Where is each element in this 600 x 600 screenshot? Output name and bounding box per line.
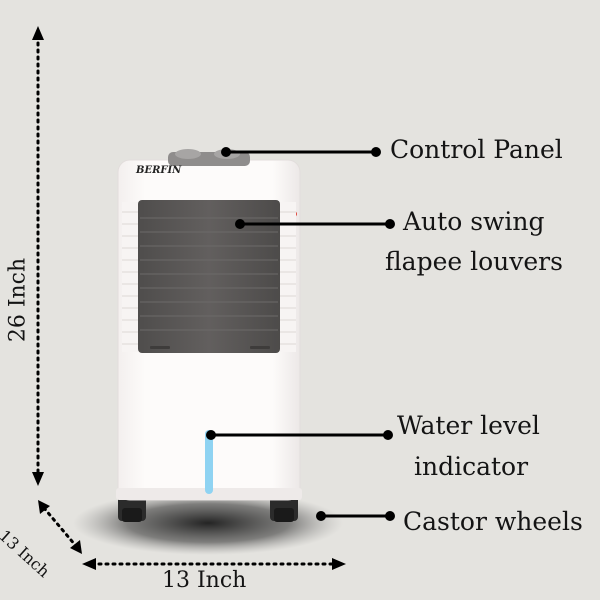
castor-wheels	[118, 495, 298, 522]
louver-panel	[138, 200, 280, 353]
louvers-label-line1: Auto swing	[403, 207, 545, 236]
width-dimension-label: 13 Inch	[162, 568, 247, 593]
width-dimension-arrow	[82, 558, 346, 570]
depth-dimension-arrow	[38, 500, 82, 554]
water-level-indicator	[205, 430, 213, 494]
castor-wheels-label: Castor wheels	[403, 507, 583, 536]
callout-lines	[211, 150, 390, 518]
height-dimension-label: 26 Inch	[5, 257, 31, 343]
callout-dots	[206, 147, 395, 521]
water-level-label-line2: indicator	[414, 452, 529, 481]
control-panel-label: Control Panel	[390, 135, 563, 164]
floor-shadow	[73, 491, 343, 555]
water-level-label-line1: Water level	[397, 411, 540, 440]
height-dimension-arrow	[32, 26, 44, 486]
louvers-label-line2: flapee louvers	[385, 247, 563, 276]
brand-logo: BERFIN	[136, 165, 182, 176]
